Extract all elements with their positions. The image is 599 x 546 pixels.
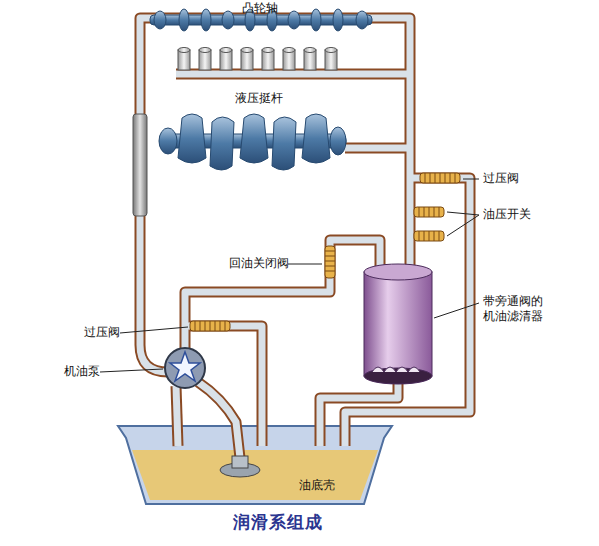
oil-cooler-tube bbox=[133, 114, 147, 216]
part-label: 油压开关 bbox=[482, 207, 532, 222]
part-label: 液压挺杆 bbox=[234, 91, 284, 106]
part-label: 油底壳 bbox=[298, 478, 336, 493]
part-label: 带旁通阀的 机油滤清器 bbox=[482, 294, 550, 324]
part-label: 机油泵 bbox=[63, 364, 101, 379]
part-label: 回油关闭阀 bbox=[228, 256, 290, 271]
part-label: 过压阀 bbox=[482, 171, 520, 186]
oil-pickup bbox=[220, 456, 260, 477]
oil-pipes bbox=[140, 18, 470, 458]
part-label: 凸轮轴 bbox=[241, 1, 279, 16]
leader-lines bbox=[100, 179, 479, 372]
oil-filter bbox=[364, 264, 432, 384]
oil-pump bbox=[165, 348, 205, 388]
part-label: 过压阀 bbox=[83, 325, 121, 340]
hydraulic-lifters bbox=[178, 48, 337, 71]
oil bbox=[132, 450, 378, 500]
figure-caption: 润滑系组成 bbox=[233, 511, 323, 534]
crankshaft bbox=[159, 114, 346, 170]
oil-sump bbox=[118, 426, 392, 504]
